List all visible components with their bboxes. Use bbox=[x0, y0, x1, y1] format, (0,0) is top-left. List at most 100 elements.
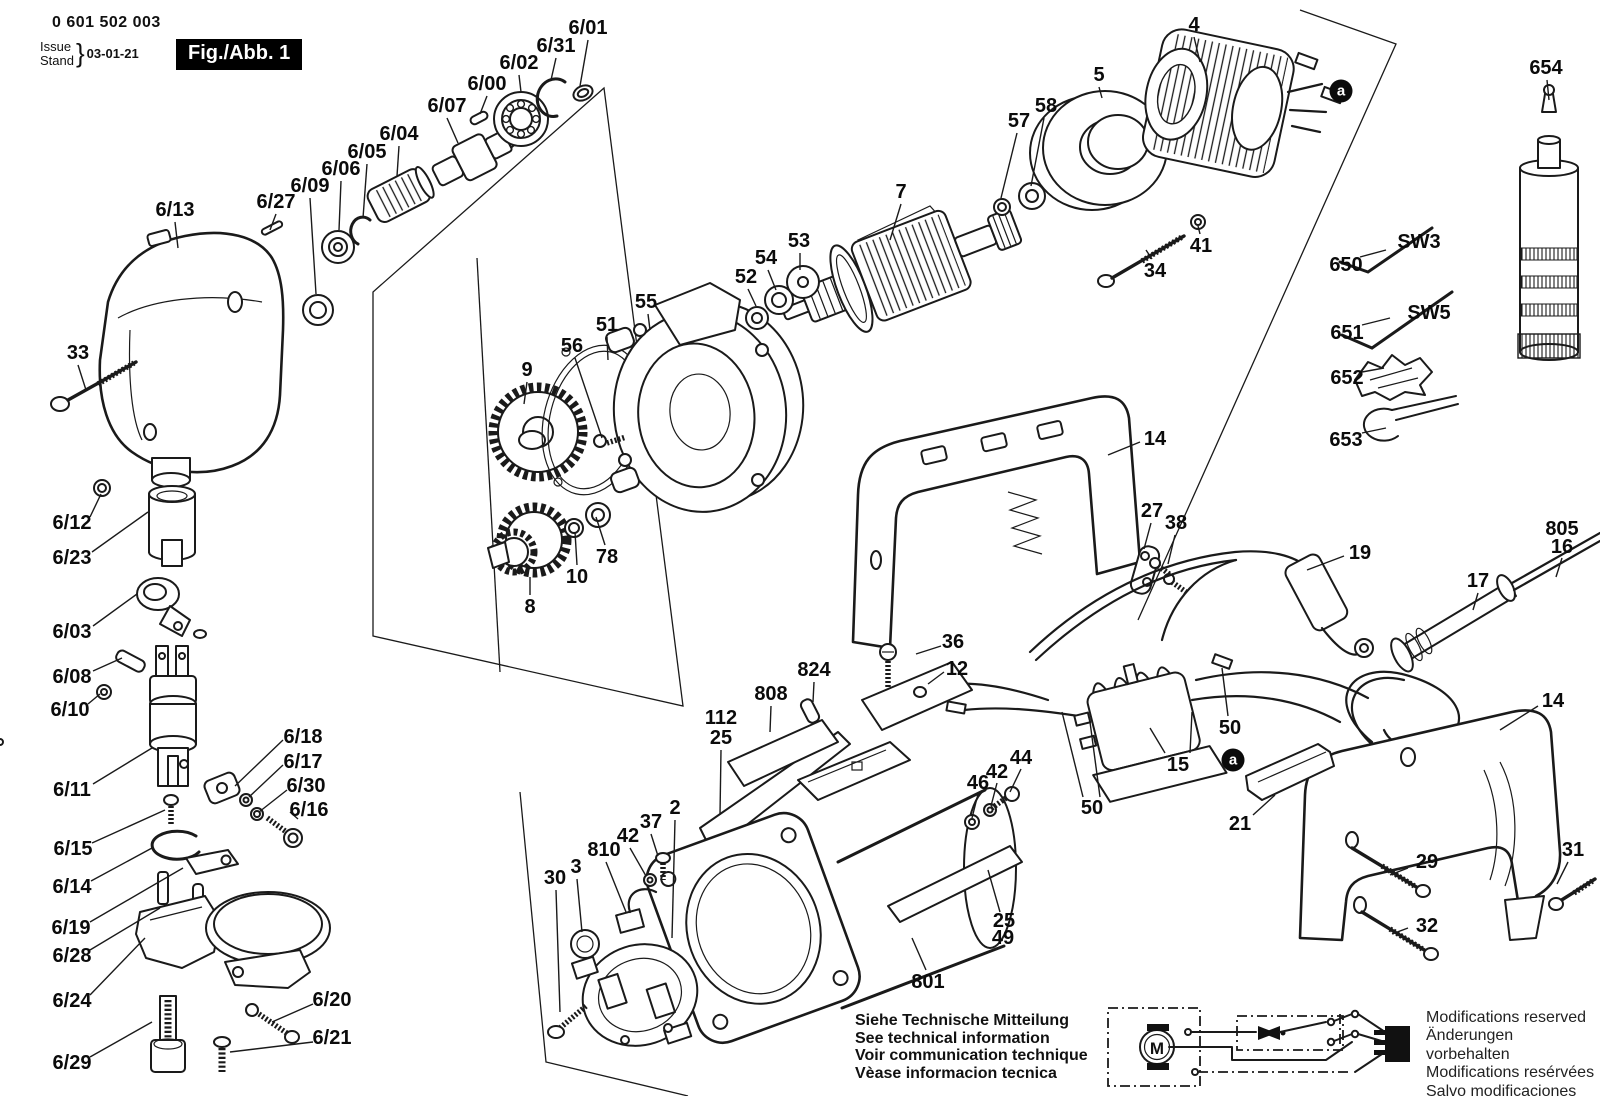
wiring-harness-drawing bbox=[934, 550, 1461, 803]
part-label-6-08: 6/08 bbox=[52, 666, 92, 688]
part-label-112: 112 bbox=[704, 707, 738, 729]
part-label-25: 25 bbox=[709, 727, 733, 749]
part-label-6-16: 6/16 bbox=[289, 799, 329, 821]
part-label-15: 15 bbox=[1166, 754, 1190, 776]
part-label-14: 14 bbox=[1143, 428, 1167, 450]
variant-badge-a: a bbox=[1329, 79, 1353, 103]
part-label-6-00: 6/00 bbox=[467, 73, 507, 95]
part-label-653: 653 bbox=[1329, 429, 1363, 451]
part-label-6-15: 6/15 bbox=[53, 838, 93, 860]
part-label-6-02: 6/02 bbox=[499, 52, 539, 74]
part-label-2: 2 bbox=[669, 797, 681, 819]
modifications-note-line: Modifications reserved bbox=[1426, 1009, 1587, 1026]
part-label-6-18: 6/18 bbox=[283, 726, 323, 748]
part-label-6-01: 6/01 bbox=[568, 17, 608, 39]
part-label-6-10: 6/10 bbox=[50, 699, 90, 721]
part-label-6-30: 6/30 bbox=[286, 775, 326, 797]
part-label-6-14: 6/14 bbox=[52, 876, 92, 898]
part-label-651: 651 bbox=[1330, 322, 1364, 344]
part-label-6-12: 6/12 bbox=[52, 512, 92, 534]
part-label-6-21: 6/21 bbox=[312, 1027, 352, 1049]
part-label-58: 58 bbox=[1034, 95, 1058, 117]
part-label-7: 7 bbox=[895, 181, 907, 203]
technical-note: Siehe Technische Mitteilung See technica… bbox=[855, 1012, 1088, 1082]
part-label-50: 50 bbox=[1218, 717, 1242, 739]
part-label-6-24: 6/24 bbox=[52, 990, 92, 1012]
modifications-note: Modifications reserved Änderungen vorbeh… bbox=[1426, 1009, 1600, 1096]
part-label-32: 32 bbox=[1415, 915, 1439, 937]
part-label-6-05: 6/05 bbox=[347, 141, 387, 163]
part-label-50: 50 bbox=[1080, 797, 1104, 819]
modifications-note-line: Modifications resérvées bbox=[1426, 1064, 1595, 1082]
figure-label: Fig./Abb. 1 bbox=[176, 39, 303, 70]
part-label-824: 824 bbox=[797, 659, 831, 681]
issue-label: Issue bbox=[40, 38, 72, 54]
switch-drawing bbox=[1073, 663, 1228, 803]
part-label-6-29: 6/29 bbox=[52, 1052, 92, 1074]
brush-holder-drawing bbox=[547, 786, 1020, 1047]
part-label-38: 38 bbox=[1164, 512, 1188, 534]
cord-grommet-drawing bbox=[1390, 531, 1600, 673]
part-label-801: 801 bbox=[911, 971, 945, 993]
part-label-654: 654 bbox=[1529, 57, 1563, 79]
part-label-805: 805 bbox=[1545, 518, 1579, 540]
part-label-6-04: 6/04 bbox=[379, 123, 419, 145]
part-label-12: 12 bbox=[945, 658, 969, 680]
part-label-10: 10 bbox=[565, 566, 589, 588]
part-label-55: 55 bbox=[634, 291, 658, 313]
part-label-6-20: 6/20 bbox=[312, 989, 352, 1011]
part-label-36: 36 bbox=[941, 631, 965, 653]
part-label-31: 31 bbox=[1561, 839, 1585, 861]
upper-handle-drawing bbox=[851, 395, 1188, 650]
technical-note-line: Siehe Technische Mitteilung bbox=[855, 1012, 1069, 1029]
motor-symbol: M bbox=[1150, 1039, 1164, 1058]
motor-housing-ring-drawing bbox=[1029, 90, 1206, 288]
part-label-25: 25 bbox=[992, 910, 1016, 932]
part-label-6-07: 6/07 bbox=[427, 95, 467, 117]
part-label-19: 19 bbox=[1348, 542, 1372, 564]
spindle-shaft-parts-drawing bbox=[260, 77, 594, 326]
part-label-78: 78 bbox=[595, 546, 619, 568]
armature-drawing bbox=[745, 182, 1046, 333]
stand-label: Stand bbox=[40, 52, 74, 68]
part-label-6-31: 6/31 bbox=[536, 35, 576, 57]
part-label-6-06: 6/06 bbox=[321, 158, 361, 180]
issue-brace: } bbox=[75, 38, 85, 68]
part-label-29: 29 bbox=[1415, 851, 1439, 873]
part-label-53: 53 bbox=[787, 230, 811, 252]
part-label-16: 16 bbox=[1550, 536, 1574, 558]
part-label-44: 44 bbox=[1009, 747, 1033, 769]
part-label-21: 21 bbox=[1228, 813, 1252, 835]
part-label-57: 57 bbox=[1007, 110, 1031, 132]
field-coil-drawing bbox=[1142, 28, 1345, 178]
part-label-27: 27 bbox=[1140, 500, 1164, 522]
part-label-652: 652 bbox=[1330, 367, 1364, 389]
leader-lines bbox=[77, 36, 1569, 1058]
part-label-42: 42 bbox=[616, 825, 640, 847]
part-label-6-23: 6/23 bbox=[52, 547, 92, 569]
part-label-33: 33 bbox=[66, 342, 90, 364]
technical-note-line: See technical information bbox=[855, 1029, 1050, 1047]
part-label-17: 17 bbox=[1466, 570, 1490, 592]
part-label-14: 14 bbox=[1541, 690, 1565, 712]
part-label-51: 51 bbox=[595, 314, 619, 336]
part-label-41: 41 bbox=[1189, 235, 1213, 257]
part-label-6-19: 6/19 bbox=[51, 917, 91, 939]
technical-note-line: Vèase informacion tecnica bbox=[855, 1064, 1057, 1082]
part-label-6-27: 6/27 bbox=[256, 191, 296, 213]
gear-set-drawing bbox=[487, 282, 805, 578]
part-label-6-03: 6/03 bbox=[52, 621, 92, 643]
variant-badge-a: a bbox=[1221, 748, 1245, 772]
wiring-schematic: M bbox=[1107, 1007, 1410, 1087]
part-label-49: 49 bbox=[991, 927, 1015, 949]
part-label-34: 34 bbox=[1143, 260, 1167, 282]
part-label-808: 808 bbox=[754, 683, 788, 705]
part-label-54: 54 bbox=[754, 247, 778, 269]
part-label-650: 650 bbox=[1329, 254, 1363, 276]
lower-handle-drawing bbox=[1245, 709, 1597, 961]
part-label-6-11: 6/11 bbox=[53, 779, 91, 801]
service-tools-drawing bbox=[1338, 84, 1581, 442]
part-label-37: 37 bbox=[639, 811, 663, 833]
